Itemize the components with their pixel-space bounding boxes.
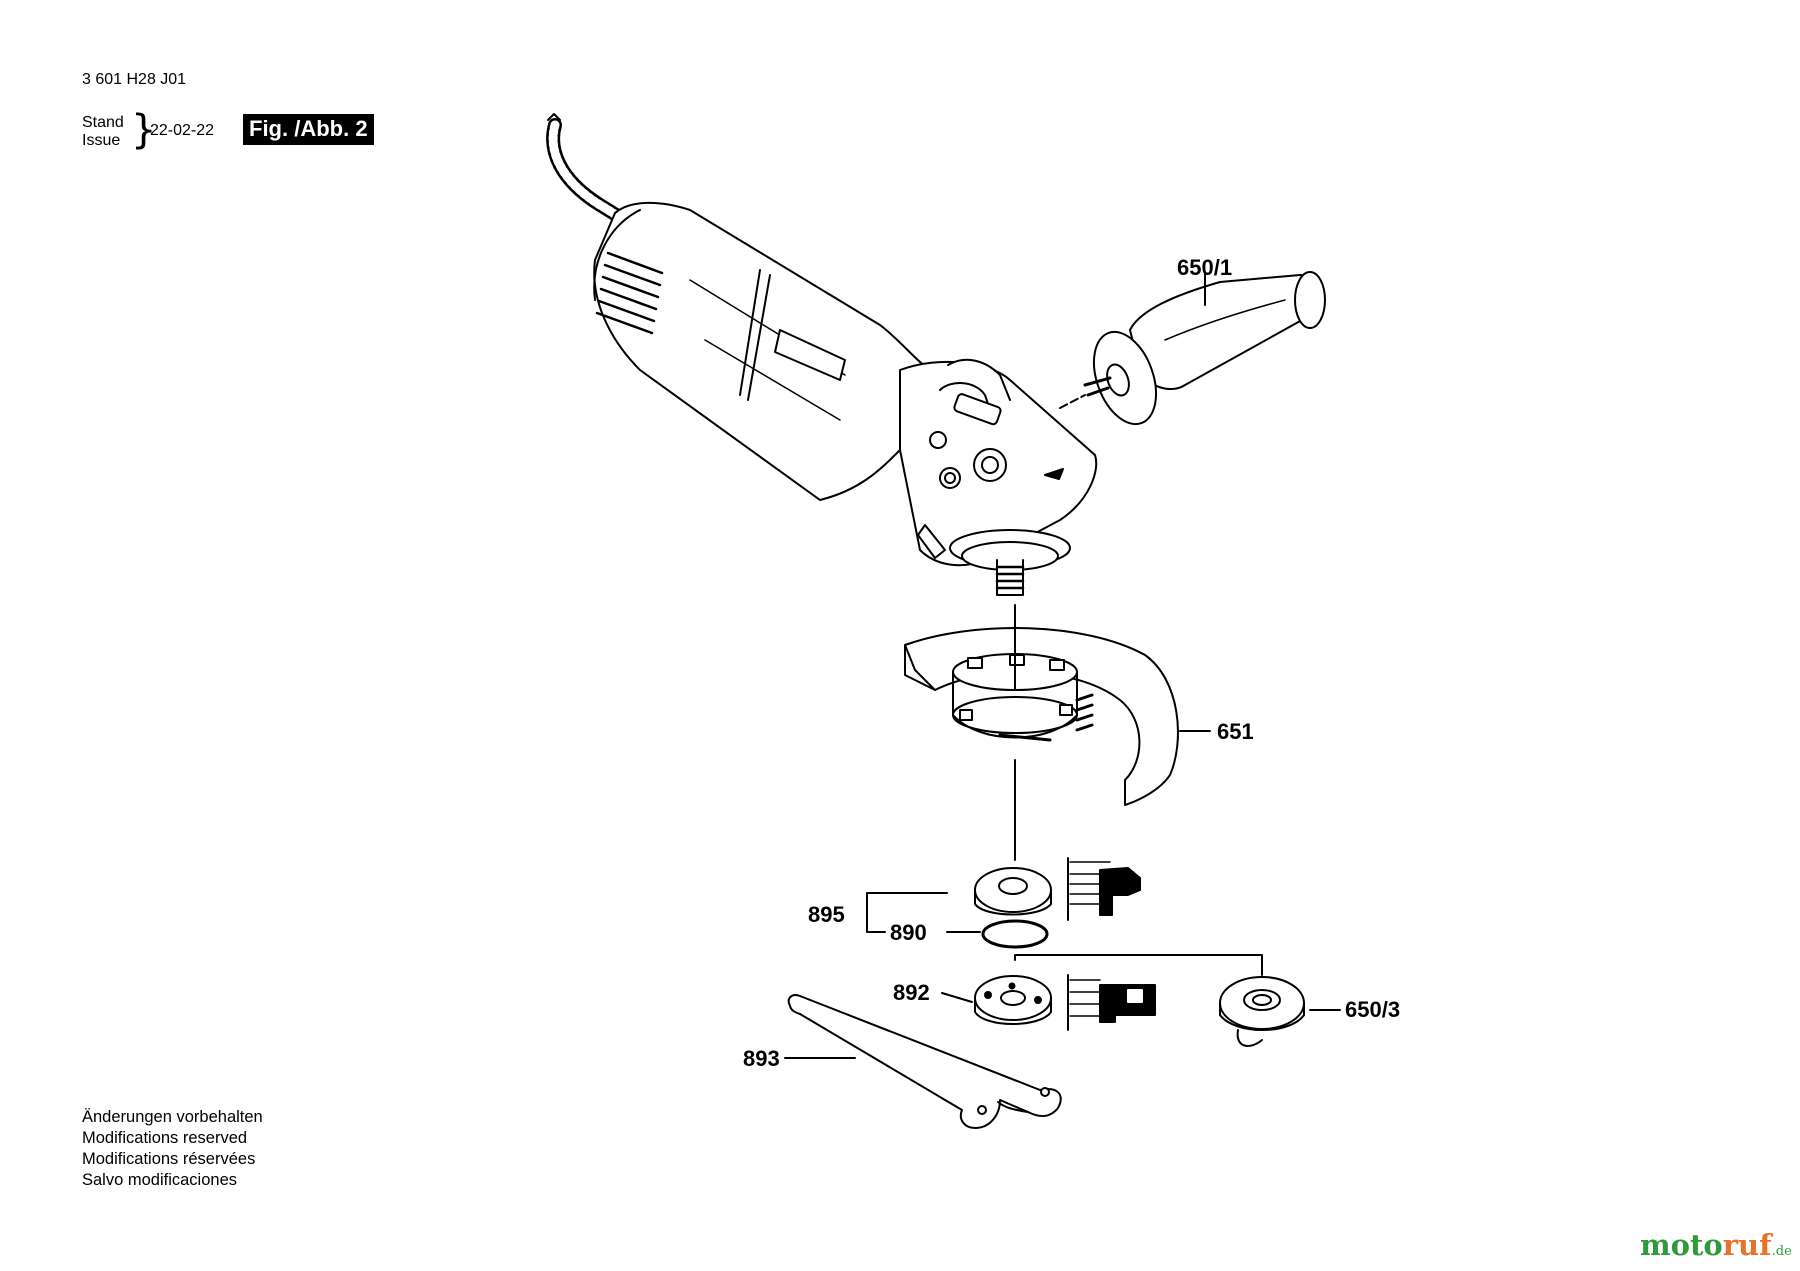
watermark-main: moto [1640,1228,1723,1262]
bracket-quick-nut [1014,954,1263,976]
callout-quick-nut: 650/3 [1345,997,1401,1022]
callout-o-ring: 890 [890,920,927,945]
brace-icon: } [131,107,157,153]
watermark-accent: ruf [1722,1228,1772,1262]
callout-flange-set: 895 [808,902,845,927]
flange-profile-illustration [1067,857,1141,921]
figure-label: Fig. /Abb. 2 [243,114,374,145]
o-ring-illustration [981,919,1049,949]
modifications-notice: Änderungen vorbehalten Modifications res… [82,1107,263,1191]
notice-line-es: Salvo modificaciones [82,1171,237,1189]
leader-line-clamping-nut [941,992,973,1003]
document-number: 3 601 H28 J01 [82,71,187,88]
watermark-logo: motoruf.de [1640,1228,1792,1262]
notice-line-de: Änderungen vorbehalten [82,1108,263,1126]
stand-label: Stand [82,114,124,131]
callout-guard: 651 [1217,719,1254,744]
wheel-guard-illustration [904,627,1179,806]
watermark-suffix: .de [1771,1244,1792,1259]
mounting-flange-illustration [974,867,1052,916]
issue-label: Issue [82,132,121,149]
angle-grinder-illustration [593,201,1098,596]
clamping-nut-illustration [974,975,1052,1025]
notice-line-en: Modifications reserved [82,1129,248,1147]
callout-side-handle: 650/1 [1177,255,1233,280]
notice-line-fr: Modifications réservées [82,1150,256,1168]
two-pin-spanner-illustration [787,994,1062,1129]
clamping-nut-profile-illustration [1067,974,1156,1031]
callout-spanner: 893 [743,1046,780,1071]
callout-clamping-nut: 892 [893,980,930,1005]
side-handle-illustration [1059,271,1326,426]
bracket-flange-set [866,892,948,933]
quick-clamping-nut-illustration [1219,976,1305,1047]
issue-date: 22-02-22 [150,122,215,139]
